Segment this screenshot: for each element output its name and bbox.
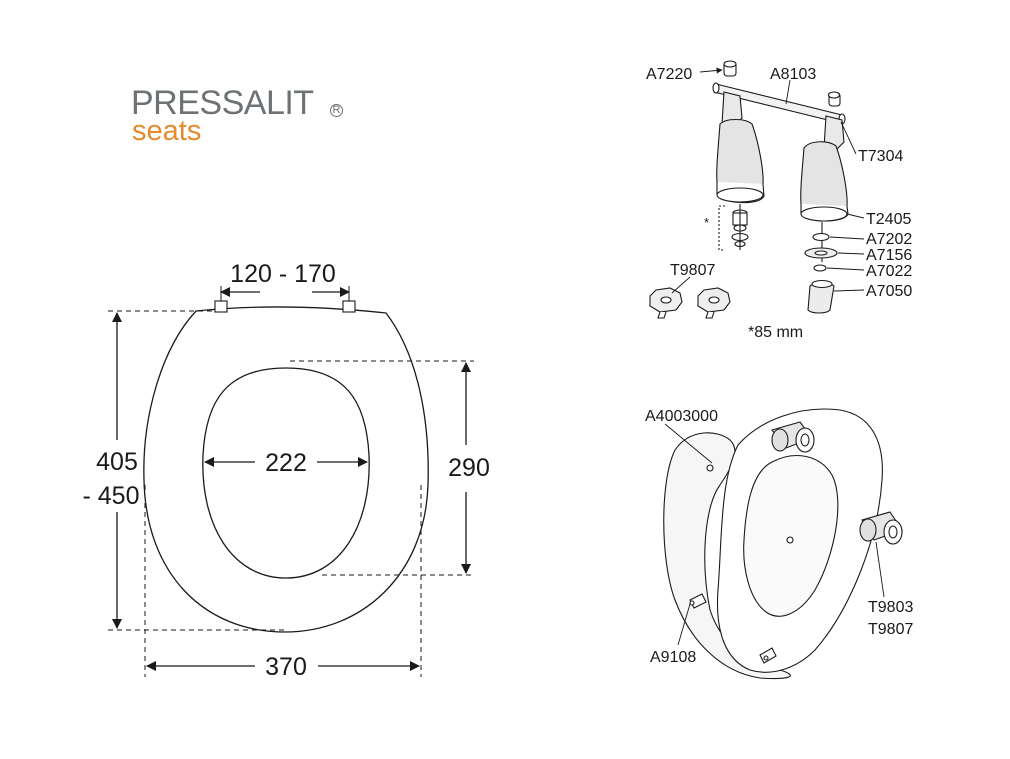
seat-top-view: 120 - 170 405 - 450 222 290 370	[83, 260, 490, 681]
label-a7220: A7220	[646, 66, 692, 83]
hinge-exploded-view	[649, 60, 849, 319]
brand-logo: PRESSALIT R seats	[131, 84, 361, 154]
hinge-body-left	[716, 91, 765, 204]
sleeve-a7220	[723, 60, 737, 77]
hinge-tab-left	[214, 300, 228, 313]
label-a7022: A7022	[866, 263, 912, 280]
hinge-tab-right	[342, 300, 356, 313]
nut-a7022	[813, 264, 827, 272]
fittings-left-stack	[731, 204, 749, 250]
label-t9803: T9803	[868, 599, 913, 616]
hinge-cylinder-top	[771, 421, 815, 453]
label-star: *	[704, 215, 709, 230]
hinge-body-right	[800, 115, 849, 222]
fittings-right-stack	[804, 222, 838, 314]
label-85mm-note: *85 mm	[748, 324, 803, 341]
seat-lid-opening	[743, 455, 839, 617]
label-a7156: A7156	[866, 247, 912, 264]
dim-outer-width: 370	[265, 653, 307, 681]
star-washer-2	[697, 287, 731, 319]
dim-inner-length: 290	[448, 454, 490, 482]
label-a7202: A7202	[866, 231, 912, 248]
label-t2405: T2405	[866, 211, 911, 228]
logo-product-text: seats	[132, 115, 202, 147]
label-t7304: T7304	[858, 148, 903, 165]
label-a8103: A8103	[770, 66, 816, 83]
label-t9807-hinge: T9807	[670, 262, 715, 279]
logo-registered-mark: R	[330, 104, 343, 117]
dim-length-line1: 405	[96, 448, 138, 476]
dim-inner-width: 222	[265, 449, 307, 477]
seat-perspective-view	[663, 408, 903, 680]
dim-hinge-spacing: 120 - 170	[230, 260, 336, 288]
star-washer-1	[649, 287, 683, 319]
logo-brand-text: PRESSALIT	[131, 84, 314, 122]
label-t9807-seat: T9807	[868, 621, 913, 638]
washer-a7202	[812, 232, 830, 242]
label-a7050: A7050	[866, 283, 912, 300]
sleeve-right	[827, 91, 841, 107]
label-a4003000: A4003000	[645, 408, 718, 425]
dim-length-line2: - 450	[83, 482, 140, 510]
seat-inner-opening	[202, 367, 370, 579]
label-a9108: A9108	[650, 649, 696, 666]
hinge-cylinder-right	[859, 511, 903, 545]
